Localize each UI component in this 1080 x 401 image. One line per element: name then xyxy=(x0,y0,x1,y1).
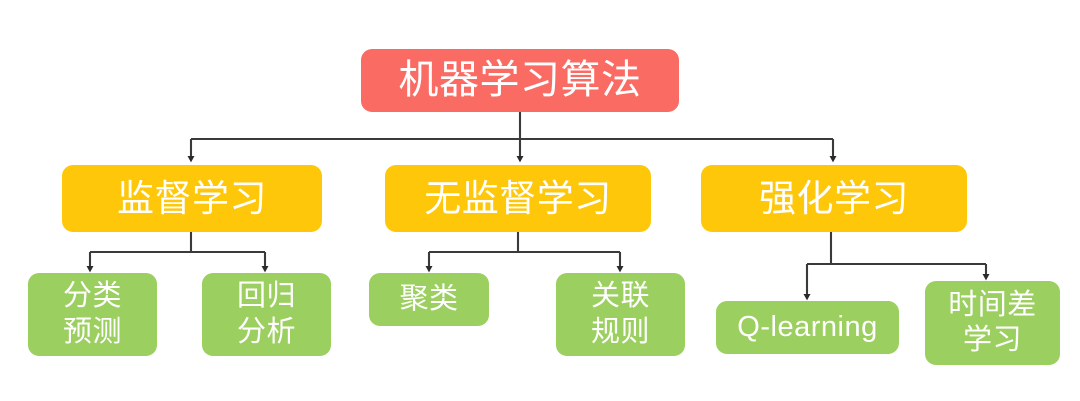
leaf-line-1: 关联 xyxy=(590,280,650,313)
node-supervised-learning[interactable]: 监督学习 xyxy=(62,165,322,232)
node-classification-prediction[interactable]: 分类 预测 xyxy=(28,273,157,356)
node-clustering[interactable]: 聚类 xyxy=(369,273,489,326)
leaf-line-2: 规则 xyxy=(590,315,650,348)
leaf-line-1: 时间差 xyxy=(948,288,1037,321)
leaf-line-2: 分析 xyxy=(236,315,296,348)
node-machine-learning-algorithms[interactable]: 机器学习算法 xyxy=(361,49,679,112)
node-temporal-difference-learning[interactable]: 时间差 学习 xyxy=(925,281,1060,365)
node-unsupervised-learning[interactable]: 无监督学习 xyxy=(385,165,651,232)
node-q-learning[interactable]: Q-learning xyxy=(716,301,899,354)
node-reinforcement-learning[interactable]: 强化学习 xyxy=(701,165,967,232)
leaf-line-2: 学习 xyxy=(962,324,1022,356)
leaf-line-2: 预测 xyxy=(62,315,122,348)
node-association-rules[interactable]: 关联 规则 xyxy=(556,273,685,356)
leaf-line-1: 分类 xyxy=(62,280,122,313)
node-regression-analysis[interactable]: 回归 分析 xyxy=(202,273,331,356)
leaf-line-1: 回归 xyxy=(236,280,296,313)
